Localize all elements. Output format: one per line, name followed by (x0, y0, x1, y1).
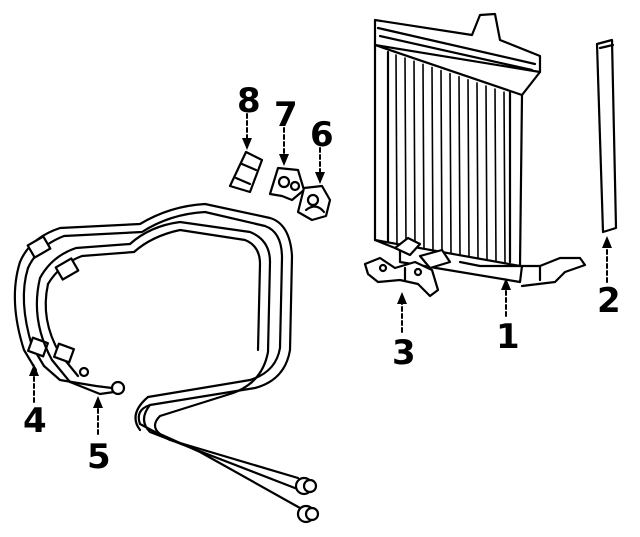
callout-4: 4 (23, 401, 47, 441)
leader-arrowheads (29, 138, 612, 408)
cooler-fin (413, 60, 416, 248)
callout-2: 2 (597, 281, 621, 321)
cooler-fin (422, 63, 425, 250)
oil-cooler-core (373, 12, 542, 284)
clip-8 (228, 150, 264, 194)
cooler-fin (431, 66, 434, 252)
oil-cooler-lines (13, 202, 320, 524)
arrowhead-2 (602, 236, 612, 248)
seal-strip (595, 38, 618, 234)
arrowhead-4 (29, 364, 39, 376)
clip-6 (296, 184, 332, 222)
arrowhead-1 (501, 278, 511, 290)
cooler-fin (404, 57, 407, 247)
arrowhead-7 (279, 154, 289, 166)
callout-1: 1 (496, 317, 520, 357)
cooler-fin (485, 85, 488, 261)
callout-7: 7 (274, 95, 298, 135)
callout-6: 6 (310, 115, 334, 155)
arrowhead-6 (315, 172, 325, 184)
cooler-fin (449, 72, 452, 255)
cooler-fin (467, 79, 470, 258)
bracket (363, 256, 440, 298)
cooler-fin (503, 91, 506, 265)
cooler-fins (395, 54, 506, 265)
cooler-fin (476, 82, 479, 260)
cooler-lower-mount (393, 236, 587, 288)
arrowhead-8 (242, 138, 252, 150)
callout-8: 8 (237, 81, 261, 121)
clip-7 (268, 166, 306, 202)
arrowhead-3 (397, 292, 407, 304)
arrowhead-5 (93, 396, 103, 408)
cooler-fin (440, 69, 443, 253)
cooler-fin (494, 88, 497, 263)
callout-3: 3 (392, 333, 416, 373)
cooler-fin (458, 75, 461, 256)
cooler-fin (395, 54, 398, 245)
callout-5: 5 (87, 437, 111, 477)
